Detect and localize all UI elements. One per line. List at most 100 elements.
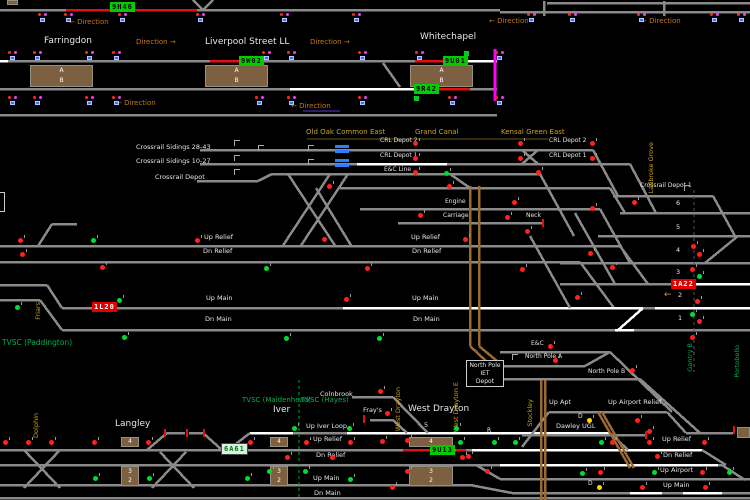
block-signal-icon[interactable] — [8, 96, 17, 105]
block-signal-icon[interactable] — [112, 96, 121, 105]
signal-r[interactable] — [365, 263, 372, 271]
block-signal-icon[interactable] — [737, 13, 746, 22]
block-signal-icon[interactable] — [287, 96, 296, 105]
td-berth-9H46[interactable]: 9H46 — [110, 2, 135, 12]
block-signal-icon[interactable] — [255, 96, 264, 105]
signal-r[interactable] — [691, 241, 698, 249]
signal-r[interactable] — [344, 294, 351, 302]
signal-g[interactable] — [513, 437, 520, 445]
signal-r[interactable] — [703, 482, 710, 490]
signal-r[interactable] — [405, 435, 412, 443]
signal-r[interactable] — [463, 234, 470, 242]
signal-r[interactable] — [553, 355, 560, 363]
signal-r[interactable] — [520, 264, 527, 272]
block-signal-icon[interactable] — [64, 13, 73, 22]
signal-r[interactable] — [195, 235, 202, 243]
block-signal-icon[interactable] — [415, 51, 424, 60]
td-berth-9R42[interactable]: 9R42 — [414, 84, 439, 94]
block-signal-icon[interactable] — [262, 51, 271, 60]
td-berth-9W02[interactable]: 9W02 — [239, 56, 264, 66]
signal-r[interactable] — [588, 248, 595, 256]
signal-r[interactable] — [525, 226, 532, 234]
signal-g[interactable] — [292, 423, 299, 431]
shunt-signal[interactable] — [308, 145, 314, 151]
signal-g[interactable] — [303, 466, 310, 474]
signal-r[interactable] — [598, 467, 605, 475]
signal-r[interactable] — [697, 316, 704, 324]
signal-r[interactable] — [385, 408, 392, 416]
signal-g[interactable] — [264, 263, 271, 271]
signal-r[interactable] — [447, 181, 454, 189]
signal-g[interactable] — [599, 437, 606, 445]
block-signal-icon[interactable] — [527, 13, 536, 22]
signal-g[interactable] — [267, 466, 274, 474]
signal-r[interactable] — [348, 437, 355, 445]
signal-r[interactable] — [322, 234, 329, 242]
block-signal-icon[interactable] — [495, 96, 504, 105]
signal-r[interactable] — [248, 437, 255, 445]
signal-r[interactable] — [695, 296, 702, 304]
signal-r[interactable] — [466, 451, 473, 459]
signal-r[interactable] — [304, 437, 311, 445]
signal-g[interactable] — [91, 235, 98, 243]
signal-r[interactable] — [548, 341, 555, 349]
signal-r[interactable] — [285, 452, 292, 460]
signal-g[interactable] — [122, 332, 129, 340]
signal-r[interactable] — [380, 436, 387, 444]
signal-r[interactable] — [590, 203, 597, 211]
block-signal-icon[interactable] — [287, 51, 296, 60]
signal-g[interactable] — [727, 467, 734, 475]
signal-r[interactable] — [697, 249, 704, 257]
signal-g[interactable] — [454, 423, 461, 431]
block-signal-icon[interactable] — [33, 51, 42, 60]
signal-r[interactable] — [405, 466, 412, 474]
block-signal-icon[interactable] — [637, 13, 646, 22]
signal-r[interactable] — [635, 415, 642, 423]
signal-g[interactable] — [697, 271, 704, 279]
signal-g[interactable] — [348, 474, 355, 482]
block-signal-icon[interactable] — [568, 13, 577, 22]
block-signal-icon[interactable] — [352, 13, 361, 22]
signal-r[interactable] — [327, 181, 334, 189]
signal-y[interactable] — [587, 415, 594, 423]
signal-g[interactable] — [492, 437, 499, 445]
td-berth-1A22[interactable]: 1A22 — [671, 279, 696, 289]
signal-r[interactable] — [26, 437, 33, 445]
signal-r[interactable] — [647, 437, 654, 445]
shunt-signal[interactable] — [234, 155, 240, 161]
signal-r[interactable] — [690, 332, 697, 340]
signal-r[interactable] — [655, 451, 662, 459]
signal-r[interactable] — [536, 167, 543, 175]
signal-r[interactable] — [590, 138, 597, 146]
block-signal-icon[interactable] — [8, 51, 17, 60]
signal-r[interactable] — [630, 365, 637, 373]
block-signal-icon[interactable] — [280, 13, 289, 22]
signal-g[interactable] — [580, 468, 587, 476]
signal-r[interactable] — [512, 197, 519, 205]
td-berth-9U13[interactable]: 9U13 — [430, 445, 455, 455]
signal-r[interactable] — [49, 437, 56, 445]
shunt-signal[interactable] — [512, 354, 518, 360]
block-signal-icon[interactable] — [196, 13, 205, 22]
signal-r[interactable] — [146, 437, 153, 445]
signal-r[interactable] — [518, 138, 525, 146]
signal-r[interactable] — [610, 437, 617, 445]
signal-g[interactable] — [245, 473, 252, 481]
block-signal-icon[interactable] — [448, 96, 457, 105]
signal-g[interactable] — [117, 295, 124, 303]
signal-r[interactable] — [590, 153, 597, 161]
signal-r[interactable] — [640, 482, 647, 490]
block-signal-icon[interactable] — [112, 51, 121, 60]
td-berth-9U01[interactable]: 9U01 — [443, 56, 468, 66]
td-berth-1L20[interactable]: 1L20 — [92, 302, 117, 312]
signal-r[interactable] — [100, 262, 107, 270]
signal-r[interactable] — [20, 249, 27, 257]
signal-r[interactable] — [92, 437, 99, 445]
shunt-signal[interactable] — [234, 169, 240, 175]
block-signal-icon[interactable] — [495, 51, 504, 60]
signal-g[interactable] — [347, 423, 354, 431]
signal-r[interactable] — [18, 235, 25, 243]
signal-g[interactable] — [284, 333, 291, 341]
signal-r[interactable] — [390, 482, 397, 490]
block-signal-icon[interactable] — [85, 51, 94, 60]
